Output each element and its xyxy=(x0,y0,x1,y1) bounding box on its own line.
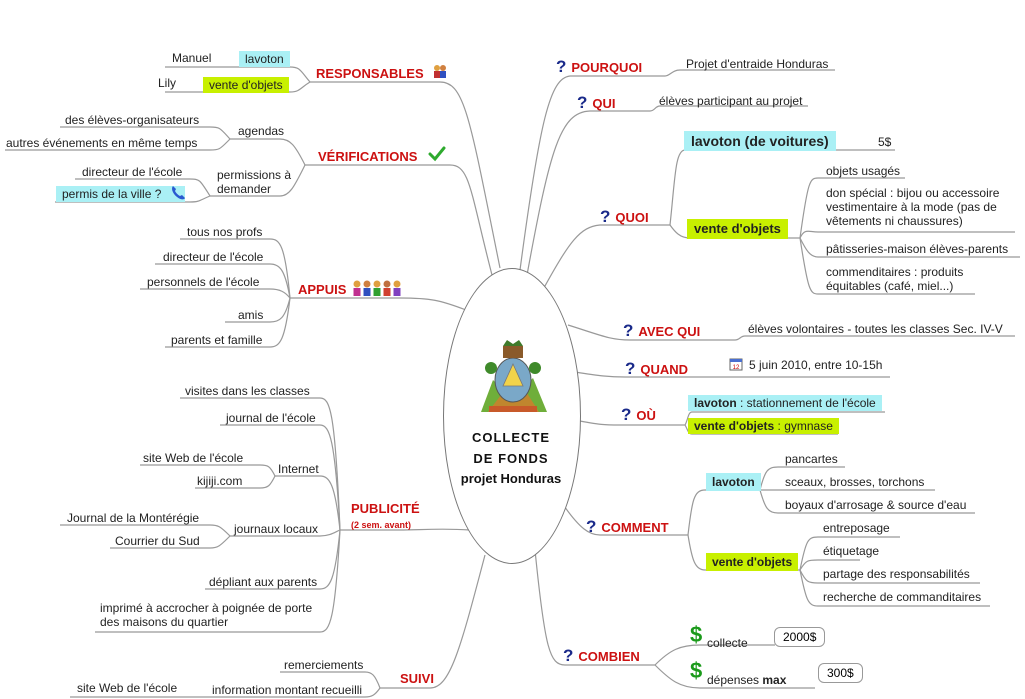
suivi-item[interactable]: site Web de l'école xyxy=(77,681,178,695)
qui-detail[interactable]: élèves participant au projet xyxy=(659,94,803,108)
quoi-vente[interactable]: vente d'objets xyxy=(687,219,788,239)
journaux-item[interactable]: Journal de la Montérégie xyxy=(67,511,200,525)
branch-publicite[interactable]: PUBLICITÉ xyxy=(351,501,420,516)
center-title-line1: COLLECTE xyxy=(471,430,551,445)
publicite-journaux[interactable]: journaux locaux xyxy=(234,522,319,536)
people-icon xyxy=(353,280,401,296)
responsable-name[interactable]: Lily xyxy=(158,76,177,90)
pourquoi-detail[interactable]: Projet d'entraide Honduras xyxy=(686,57,829,71)
question-mark-icon: ? xyxy=(563,646,574,665)
ou-lavoton[interactable]: lavoton : stationnement de l'école xyxy=(688,395,882,411)
branch-suivi[interactable]: SUIVI xyxy=(400,671,434,686)
branch-quand[interactable]: ?QUAND xyxy=(625,359,689,378)
question-mark-icon: ? xyxy=(625,359,636,378)
branch-ou[interactable]: ?OÙ xyxy=(621,405,656,424)
comment-vente[interactable]: vente d'objets xyxy=(706,553,799,571)
suivi-item[interactable]: information montant recueilli xyxy=(212,683,363,697)
publicite-item[interactable]: visites dans les classes xyxy=(185,384,310,398)
responsable-task[interactable]: lavoton xyxy=(239,51,290,67)
question-mark-icon: ? xyxy=(586,517,597,536)
check-icon xyxy=(428,146,446,162)
branch-quoi[interactable]: ?QUOI xyxy=(600,207,649,226)
question-mark-icon: ? xyxy=(556,57,567,76)
comment-lavoton-item[interactable]: pancartes xyxy=(785,452,838,466)
publicite-item[interactable]: journal de l'école xyxy=(226,411,316,425)
ou-vente[interactable]: vente d'objets : gymnase xyxy=(688,418,839,434)
branch-pourquoi[interactable]: ?POURQUOI xyxy=(556,57,643,76)
appuis-item[interactable]: tous nos profs xyxy=(187,225,263,239)
people-icon xyxy=(434,65,446,78)
question-mark-icon: ? xyxy=(577,93,588,112)
comment-lavoton-item[interactable]: sceaux, brosses, torchons xyxy=(785,475,925,489)
responsable-name[interactable]: Manuel xyxy=(172,51,212,65)
verifications-permissions[interactable]: permissions à demander xyxy=(217,168,292,196)
agendas-item[interactable]: autres événements en même temps xyxy=(6,136,198,150)
comment-lavoton[interactable]: lavoton xyxy=(706,473,761,491)
appuis-item[interactable]: parents et famille xyxy=(171,333,263,347)
agendas-item[interactable]: des élèves-organisateurs xyxy=(65,113,200,127)
comment-vente-item[interactable]: recherche de commanditaires xyxy=(823,590,982,604)
branch-verifications[interactable]: VÉRIFICATIONS xyxy=(318,149,418,164)
emblem-icon xyxy=(481,340,547,412)
question-mark-icon: ? xyxy=(600,207,611,226)
avec-qui-detail[interactable]: élèves volontaires - toutes les classes … xyxy=(748,322,1003,336)
svg-text:12: 12 xyxy=(733,365,740,371)
publicite-item[interactable]: imprimé à accrocher à poignée de porte d… xyxy=(100,601,313,629)
dollar-icon: $ xyxy=(690,658,703,683)
comment-vente-item[interactable]: entreposage xyxy=(823,521,890,535)
center-node[interactable] xyxy=(443,268,581,564)
combien-depenses[interactable]: dépenses max xyxy=(707,673,787,687)
combien-collecte[interactable]: collecte xyxy=(707,636,748,650)
permissions-item[interactable]: permis de la ville ? xyxy=(56,186,186,202)
comment-vente-item[interactable]: partage des responsabilités xyxy=(823,567,970,581)
permissions-item[interactable]: directeur de l'école xyxy=(82,165,183,179)
branch-combien[interactable]: ?COMBIEN xyxy=(563,646,640,665)
appuis-item[interactable]: amis xyxy=(238,308,264,322)
quoi-vente-item[interactable]: commenditaires : produits équitables (ca… xyxy=(826,265,964,293)
quoi-vente-item[interactable]: pâtisseries-maison élèves-parents xyxy=(826,242,1009,256)
publicite-subtitle: (2 sem. avant) xyxy=(351,520,412,530)
appuis-item[interactable]: personnels de l'école xyxy=(147,275,260,289)
question-mark-icon: ? xyxy=(623,321,634,340)
combien-collecte-amount[interactable]: 2000$ xyxy=(774,627,826,647)
phone-icon xyxy=(172,186,185,200)
verifications-agendas[interactable]: agendas xyxy=(238,124,285,138)
quand-detail[interactable]: 5 juin 2010, entre 10-15h xyxy=(749,358,883,372)
center-title-line3: projet Honduras xyxy=(460,471,562,486)
dollar-icon: $ xyxy=(690,622,703,647)
comment-lavoton-item[interactable]: boyaux d'arrosage & source d'eau xyxy=(785,498,967,512)
combien-depenses-amount[interactable]: 300$ xyxy=(818,663,863,683)
branch-comment[interactable]: ?COMMENT xyxy=(586,517,669,536)
quoi-lavoton-price[interactable]: 5$ xyxy=(878,135,892,149)
responsable-task[interactable]: vente d'objets xyxy=(203,77,289,93)
suivi-item[interactable]: remerciements xyxy=(284,658,364,672)
comment-vente-item[interactable]: étiquetage xyxy=(823,544,880,558)
internet-item[interactable]: kijiji.com xyxy=(197,474,243,488)
internet-item[interactable]: site Web de l'école xyxy=(143,451,244,465)
quoi-lavoton[interactable]: lavoton (de voitures) xyxy=(684,131,836,151)
branch-avec-qui[interactable]: ?AVEC QUI xyxy=(623,321,701,340)
journaux-item[interactable]: Courrier du Sud xyxy=(115,534,200,548)
center-title-line2: DE FONDS xyxy=(473,451,549,466)
branch-responsables[interactable]: RESPONSABLES xyxy=(316,66,424,81)
branch-qui[interactable]: ?QUI xyxy=(577,93,616,112)
publicite-item[interactable]: dépliant aux parents xyxy=(209,575,318,589)
quoi-vente-item[interactable]: don spécial : bijou ou accessoire vestim… xyxy=(826,186,1000,228)
quoi-vente-item[interactable]: objets usagés xyxy=(826,164,901,178)
question-mark-icon: ? xyxy=(621,405,632,424)
branch-appuis[interactable]: APPUIS xyxy=(298,282,347,297)
calendar-icon: 12 xyxy=(729,358,743,371)
appuis-item[interactable]: directeur de l'école xyxy=(163,250,264,264)
publicite-internet[interactable]: Internet xyxy=(278,462,319,476)
